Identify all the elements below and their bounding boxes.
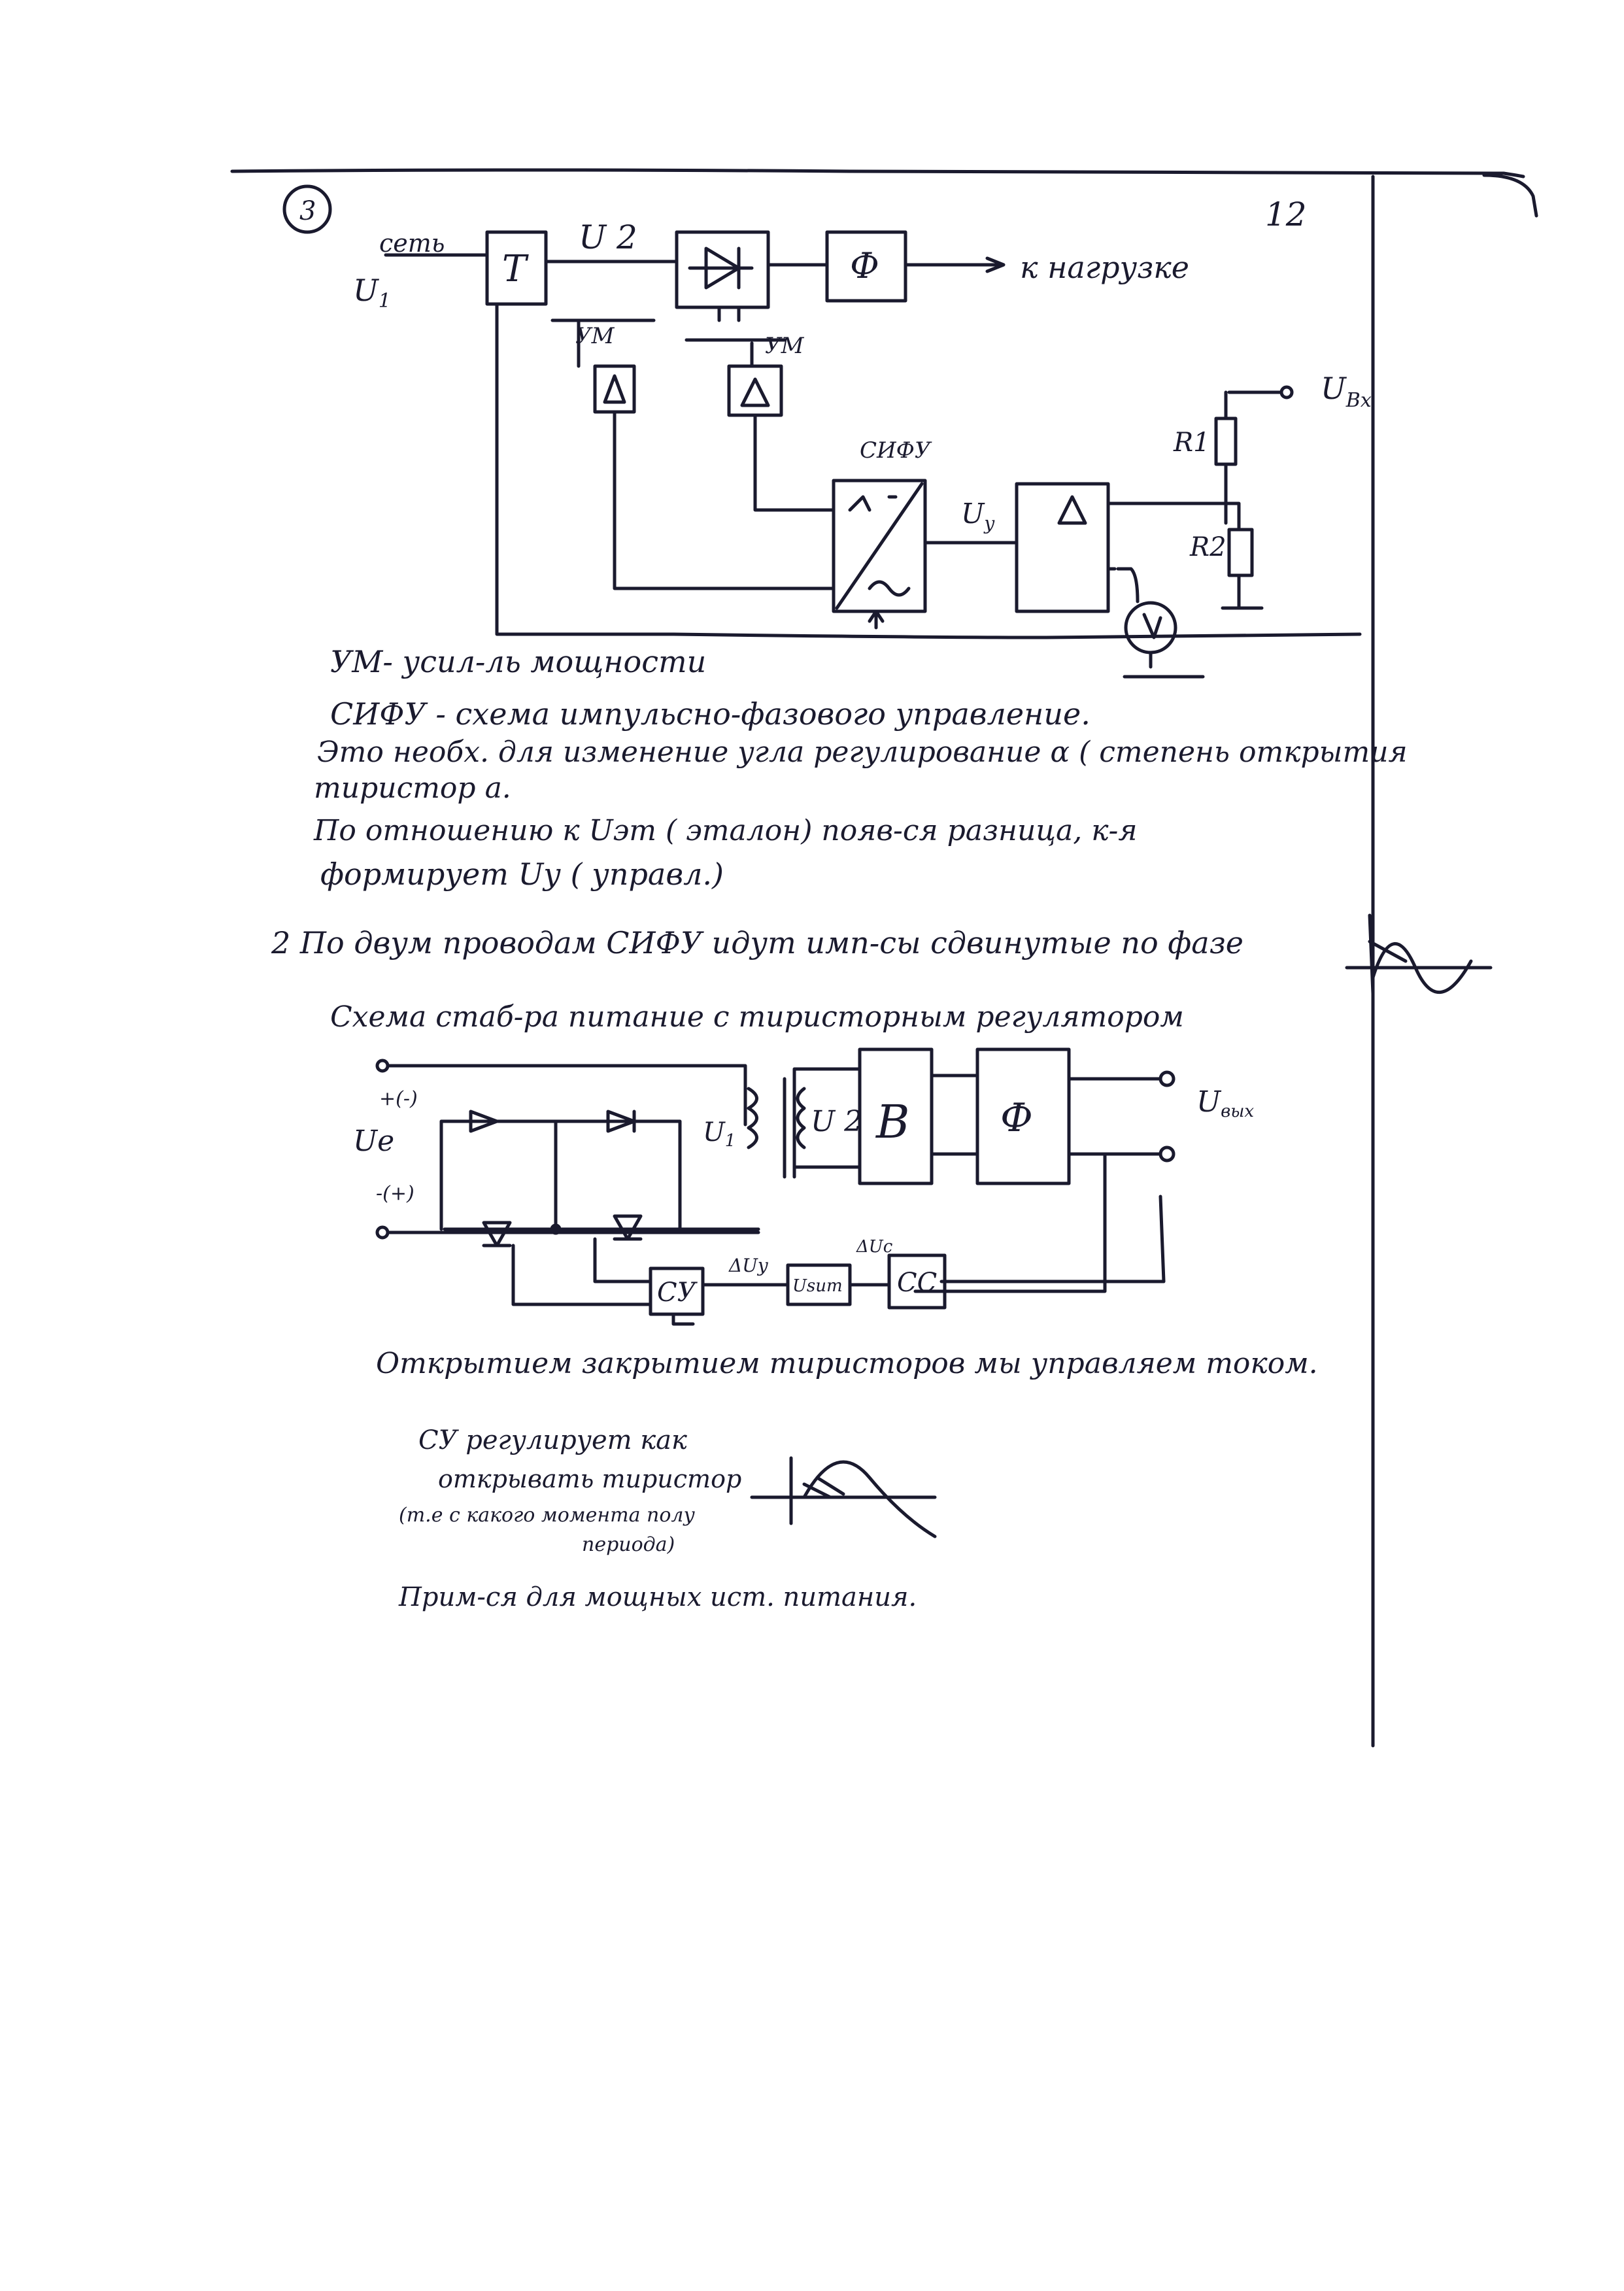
rectifier-block [858, 1047, 934, 1185]
u1-label-2: U1 [703, 1117, 736, 1151]
rectifier-label: B [875, 1095, 909, 1149]
circuit-diagram-2 [375, 1047, 1176, 1326]
page-top-rule [230, 168, 1538, 218]
transformer-block [485, 230, 548, 306]
note-sifu-definition: СИФУ - схема импульсно-фазового управлен… [330, 696, 1091, 732]
cc-label: СС [897, 1268, 937, 1298]
control-system-block [649, 1266, 705, 1316]
sifu-label: СИФУ [860, 437, 932, 464]
delta-uc-label: ΔUc [856, 1237, 893, 1257]
note-period: периода) [582, 1533, 675, 1556]
note-reference-difference: По отношению к Uэт ( эталон) появ-ся раз… [314, 814, 1138, 847]
minus-plus-label: -(+) [376, 1182, 414, 1205]
u1-label: U1 [353, 273, 391, 313]
note-current-control: Открытием закрытием тиристоров мы управл… [376, 1347, 1318, 1380]
su-label: СУ [657, 1278, 698, 1308]
to-load-label: к нагрузке [1020, 250, 1189, 285]
note-su-regulates: СУ регулирует как [418, 1425, 687, 1455]
comparator-cc-block [887, 1253, 947, 1310]
filter-label-2: Ф [1000, 1095, 1033, 1141]
note-forms-uy: формирует Uу ( управл.) [320, 857, 724, 892]
note-um-definition: УМ- усил-ль мощности [330, 644, 707, 679]
r2-label: R2 [1189, 532, 1226, 562]
filter-block-2 [975, 1047, 1071, 1185]
summator-label: Usum [792, 1276, 843, 1296]
diagram-2-labels: +(-) Ue -(+) U1 U 2 B Ф Uвых СУ ΔUу ΔUc … [353, 1085, 1254, 1308]
note-high-power-use: Прим-ся для мощных ист. питания. [399, 1582, 917, 1612]
power-amplifier-2 [727, 364, 783, 417]
uvyx-label: Uвых [1196, 1085, 1254, 1121]
net-label: сеть [379, 229, 445, 258]
circuit-diagram-1 [282, 184, 1362, 679]
item-number: 3 [299, 196, 316, 226]
uvx-label: UBx [1321, 371, 1372, 412]
resistor-r2 [1227, 528, 1254, 577]
note-thyristor: тиристор а. [314, 772, 511, 805]
thyristor-opening-waveform-sketch [750, 1456, 937, 1538]
sifu-block [832, 479, 927, 613]
delta-uy-label: ΔUу [728, 1255, 769, 1276]
plus-minus-label: +(-) [379, 1087, 418, 1110]
item-number-circle [282, 184, 332, 234]
thyristor-block [675, 230, 770, 309]
transformer-label: T [502, 248, 529, 290]
diagram-1-labels: 3 12 сеть U1 T U 2 Ф к нагрузке УМ УМ СИ… [299, 195, 1372, 562]
uy-label: Uy [961, 498, 995, 534]
page-number: 12 [1265, 195, 1307, 233]
um-left-label: УМ [575, 323, 615, 349]
filter-label-1: Ф [850, 245, 879, 286]
power-amplifier-1 [593, 364, 636, 414]
resistor-r1 [1214, 416, 1238, 466]
comparator-block [1015, 482, 1110, 613]
u2-label: U 2 [579, 218, 637, 256]
diagram-2-title: Схема стаб-ра питание с тиристорным регу… [330, 1000, 1184, 1034]
note-angle-purpose: Это необх. для изменение угла регулирова… [317, 736, 1408, 769]
u2-label-2: U 2 [811, 1105, 862, 1138]
um-right-label: УМ [765, 333, 805, 359]
ue-label: Ue [353, 1125, 394, 1158]
note-sifu-pulses: 2 По двум проводам СИФУ идут имп-сы сдви… [271, 925, 1244, 960]
r1-label: R1 [1173, 428, 1210, 458]
phase-shift-waveform-sketch [1345, 913, 1493, 996]
note-half-period-moment: (т.е с какого момента полу [399, 1504, 695, 1527]
note-open-thyristor: открывать тиристор [438, 1465, 742, 1493]
